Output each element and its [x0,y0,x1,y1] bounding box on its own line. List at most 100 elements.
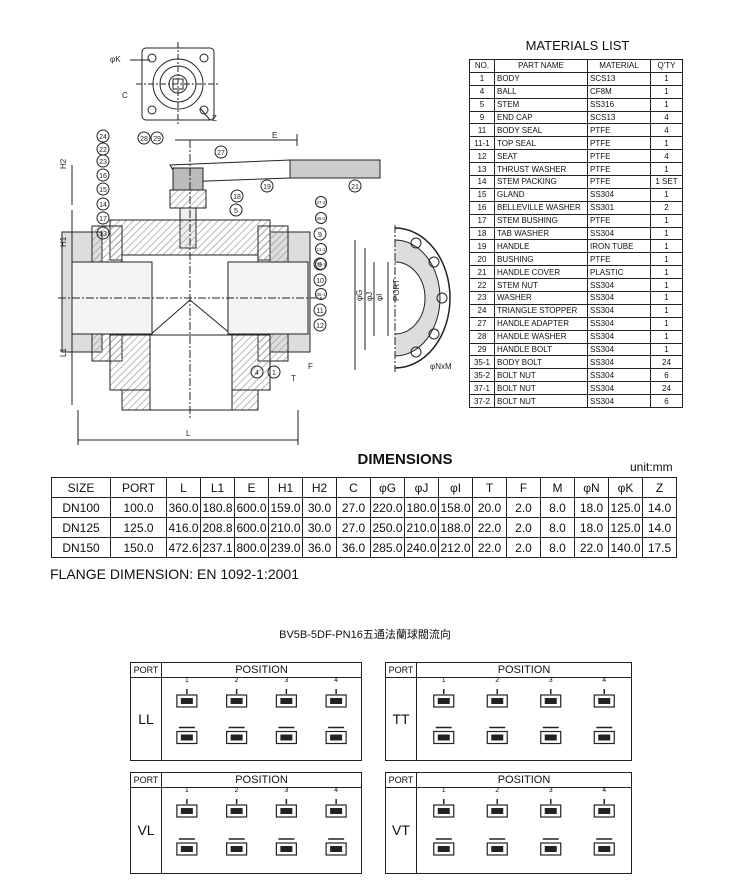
table-cell: 29 [469,342,495,357]
table-cell: SCS13 [587,71,651,86]
table-cell: SS304 [587,291,651,305]
table-cell: BODY SEAL [494,123,588,138]
table-cell: 180.8 [200,497,235,518]
table-cell: 8.0 [540,517,575,538]
table-cell: SS304 [587,329,651,344]
valve-position-icon [275,726,297,745]
position-number: 1 [441,677,446,684]
table-cell: PTFE [587,149,651,164]
table-cell: 18 [469,226,495,241]
table-cell: 188.0 [438,517,473,538]
position-label: POSITION [162,663,361,678]
table-cell: 416.0 [166,517,201,538]
bubble-label: 37-2 [316,200,326,205]
table-cell: SS304 [587,303,651,318]
valve-position-icon [486,838,508,856]
valve-position-icon [226,689,248,708]
bubble-label: 35-2 [316,216,326,221]
table-cell: HANDLE [494,239,588,254]
bubble-label: 13 [99,231,107,238]
table-cell: 125.0 [110,517,167,538]
valve-position-icon [433,799,455,818]
table-cell: 600.0 [234,517,269,538]
table-cell: 4 [469,84,495,99]
table-cell: 239.0 [268,537,303,558]
table-cell: 1 [650,239,683,254]
col-header: L1 [200,477,235,498]
position-number: 3 [548,677,553,684]
table-cell: 9 [469,110,495,125]
table-cell: 2.0 [506,517,541,538]
position-number: 3 [548,787,553,794]
table-cell: 4 [650,123,683,138]
table-cell: IRON TUBE [587,239,651,254]
table-cell: DN100 [51,497,111,518]
col-header: E [234,477,269,498]
bubble-label: 11 [316,308,323,315]
bubble-label: 19 [263,184,271,191]
col-header: L [166,477,201,498]
bubble-label: 12 [316,323,324,330]
table-cell: 35-1 [469,355,495,370]
table-cell: HANDLE BOLT [494,342,588,357]
position-number: 4 [334,677,339,684]
table-cell: 22 [469,278,495,293]
label-phiI: φI [375,294,384,301]
table-cell: BODY [494,71,588,86]
col-header: H1 [268,477,303,498]
table-cell: 22.0 [574,537,609,558]
col-header: PART NAME [494,59,588,73]
table-cell: 210.0 [268,517,303,538]
unit-label: unit:mm [630,460,673,474]
table-cell: 27.0 [336,517,371,538]
table-cell: 16 [469,200,495,215]
label-L: L [186,429,191,438]
port-label: PORT [131,663,162,678]
bubble-label: 35-1 [316,292,326,297]
table-cell: 6 [650,394,683,409]
table-cell: 2.0 [506,537,541,558]
table-cell: WASHER [494,291,588,305]
position-icons [176,689,347,745]
valve-position-icon [486,689,508,708]
bubble-label: 28 [140,136,148,143]
main-elevation [58,134,381,445]
table-cell: 6 [650,368,683,383]
bubble-label: 37-1 [316,262,326,267]
table-cell: 23 [469,291,495,305]
table-cell: 1 [650,187,683,202]
bubble-label: 21 [351,184,359,191]
table-cell: 36.0 [302,537,337,558]
valve-position-icon [593,726,615,745]
table-cell: BALL [494,84,588,99]
table-cell: CF8M [587,84,651,99]
port-label: PORT [386,773,417,788]
flange-note: FLANGE DIMENSION: EN 1092-1:2001 [50,566,299,582]
table-cell: 1 [650,97,683,112]
valve-position-icon [176,726,198,745]
position-number: 2 [495,787,500,794]
table-cell: STEM BUSHING [494,213,588,228]
dimensions-title: DIMENSIONS [357,451,453,468]
col-header: MATERIAL [587,59,651,73]
valve-position-icon [176,689,198,708]
label-F: F [308,362,313,371]
table-cell: PTFE [587,175,651,189]
bubble-label: 9 [318,232,322,239]
table-cell: 14 [469,175,495,189]
table-cell: 159.0 [268,497,303,518]
table-cell: 158.0 [438,497,473,518]
table-cell: 18.0 [574,517,609,538]
col-header: φK [608,477,643,498]
table-cell: 1 [650,303,683,318]
bubble-label: 27 [217,150,225,157]
